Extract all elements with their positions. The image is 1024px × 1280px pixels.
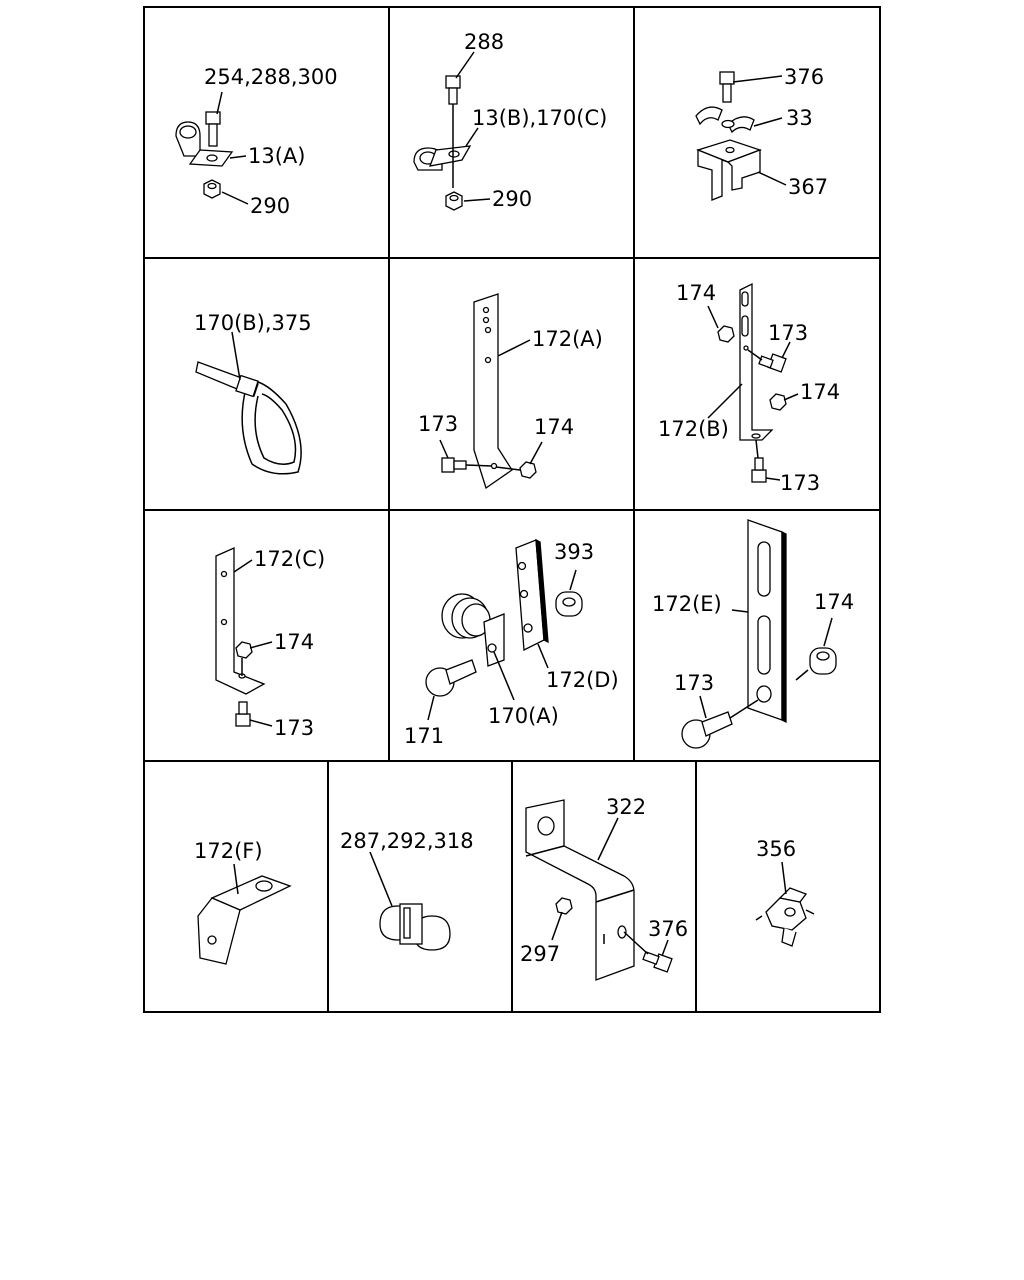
- part-label: 13(B),170(C): [472, 106, 607, 130]
- part-label: 322: [606, 795, 646, 819]
- clamp-13a-icon: [175, 121, 234, 167]
- bolt-icon: [758, 353, 787, 373]
- bracket-172a-icon: [473, 293, 513, 490]
- part-label: 173: [674, 671, 714, 695]
- part-label: 33: [786, 106, 813, 130]
- double-clip-icon: [379, 903, 451, 951]
- diagram-grid: [143, 6, 881, 1013]
- clamp-13b-icon: [413, 145, 472, 171]
- cell-r4c2: 287,292,318: [340, 829, 474, 951]
- part-label: 290: [492, 187, 532, 211]
- bolt-icon: [205, 111, 221, 147]
- part-label: 376: [784, 65, 824, 89]
- part-label: 174: [814, 590, 854, 614]
- part-label: 172(D): [546, 668, 619, 692]
- grommet-clamp-170a-icon: [441, 593, 505, 667]
- part-label: 172(B): [658, 417, 729, 441]
- clamp-33-icon: [695, 106, 755, 134]
- part-label: 290: [250, 194, 290, 218]
- part-label: 367: [788, 175, 828, 199]
- bolt-icon: [681, 711, 733, 749]
- cell-r3c3: 172(E) 174 173: [652, 519, 854, 749]
- clip-356-icon: [755, 887, 815, 947]
- cell-r2c1: 170(B),375: [194, 311, 312, 475]
- part-label: 174: [534, 415, 574, 439]
- cell-r2c2: 172(A) 173 174: [418, 293, 603, 490]
- part-label: 173: [418, 412, 458, 436]
- part-label: 172(E): [652, 592, 722, 616]
- part-label: 393: [554, 540, 594, 564]
- nut-icon: [555, 897, 573, 915]
- part-label: 174: [800, 380, 840, 404]
- part-label: 376: [648, 917, 688, 941]
- cable-tie-icon: [195, 361, 302, 475]
- cell-r1c2: 288 13(B),170(C) 290: [413, 30, 607, 211]
- part-label: 288: [464, 30, 504, 54]
- bolt-icon: [425, 659, 477, 697]
- spacer-393-icon: [555, 591, 583, 617]
- part-label: 356: [756, 837, 796, 861]
- nut-icon: [717, 325, 735, 343]
- cell-r1c1: 254,288,300 13(A) 290: [175, 65, 338, 218]
- part-label: 170(A): [488, 704, 559, 728]
- part-label: 173: [780, 471, 820, 495]
- part-label: 173: [768, 321, 808, 345]
- bracket-367-icon: [696, 139, 762, 201]
- cell-r2c3: 174 173 174 172(B) 173: [658, 281, 840, 495]
- bracket-172e-icon: [747, 519, 787, 724]
- part-label: 172(A): [532, 327, 603, 351]
- part-label: 172(F): [194, 839, 263, 863]
- bolt-icon: [235, 701, 251, 727]
- bolt-icon: [642, 951, 673, 973]
- bracket-172c-icon: [215, 546, 266, 695]
- part-label: 174: [676, 281, 716, 305]
- part-label: 170(B),375: [194, 311, 312, 335]
- part-label: 171: [404, 724, 444, 748]
- nut-icon: [809, 647, 837, 675]
- part-label: 254,288,300: [204, 65, 338, 89]
- part-label: 172(C): [254, 547, 325, 571]
- part-label: 297: [520, 942, 560, 966]
- part-label: 13(A): [248, 144, 305, 168]
- cell-r1c3: 376 33 367: [695, 65, 828, 201]
- part-label: 174: [274, 630, 314, 654]
- bolt-icon: [441, 457, 467, 473]
- bracket-172b-icon: [739, 282, 774, 441]
- nut-icon: [235, 641, 253, 659]
- bracket-322-icon: [525, 799, 635, 981]
- nut-icon: [769, 393, 787, 411]
- part-label: 173: [274, 716, 314, 740]
- cell-r4c1: 172(F): [194, 839, 292, 965]
- cell-r4c4: 356: [755, 837, 815, 947]
- plate-172d-icon: [515, 538, 549, 652]
- part-label: 287,292,318: [340, 829, 474, 853]
- bolt-icon: [445, 75, 461, 105]
- cell-r3c2: 393 172(D) 170(A) 171: [404, 538, 619, 748]
- nut-icon: [519, 461, 537, 479]
- nut-icon: [203, 179, 221, 199]
- bolt-icon: [719, 71, 735, 103]
- nut-icon: [445, 191, 463, 211]
- bolt-icon: [751, 457, 767, 483]
- cell-r3c1: 172(C) 174 173: [215, 546, 325, 740]
- bracket-172f-icon: [197, 875, 292, 965]
- cell-r4c3: 322 297 376: [520, 795, 688, 981]
